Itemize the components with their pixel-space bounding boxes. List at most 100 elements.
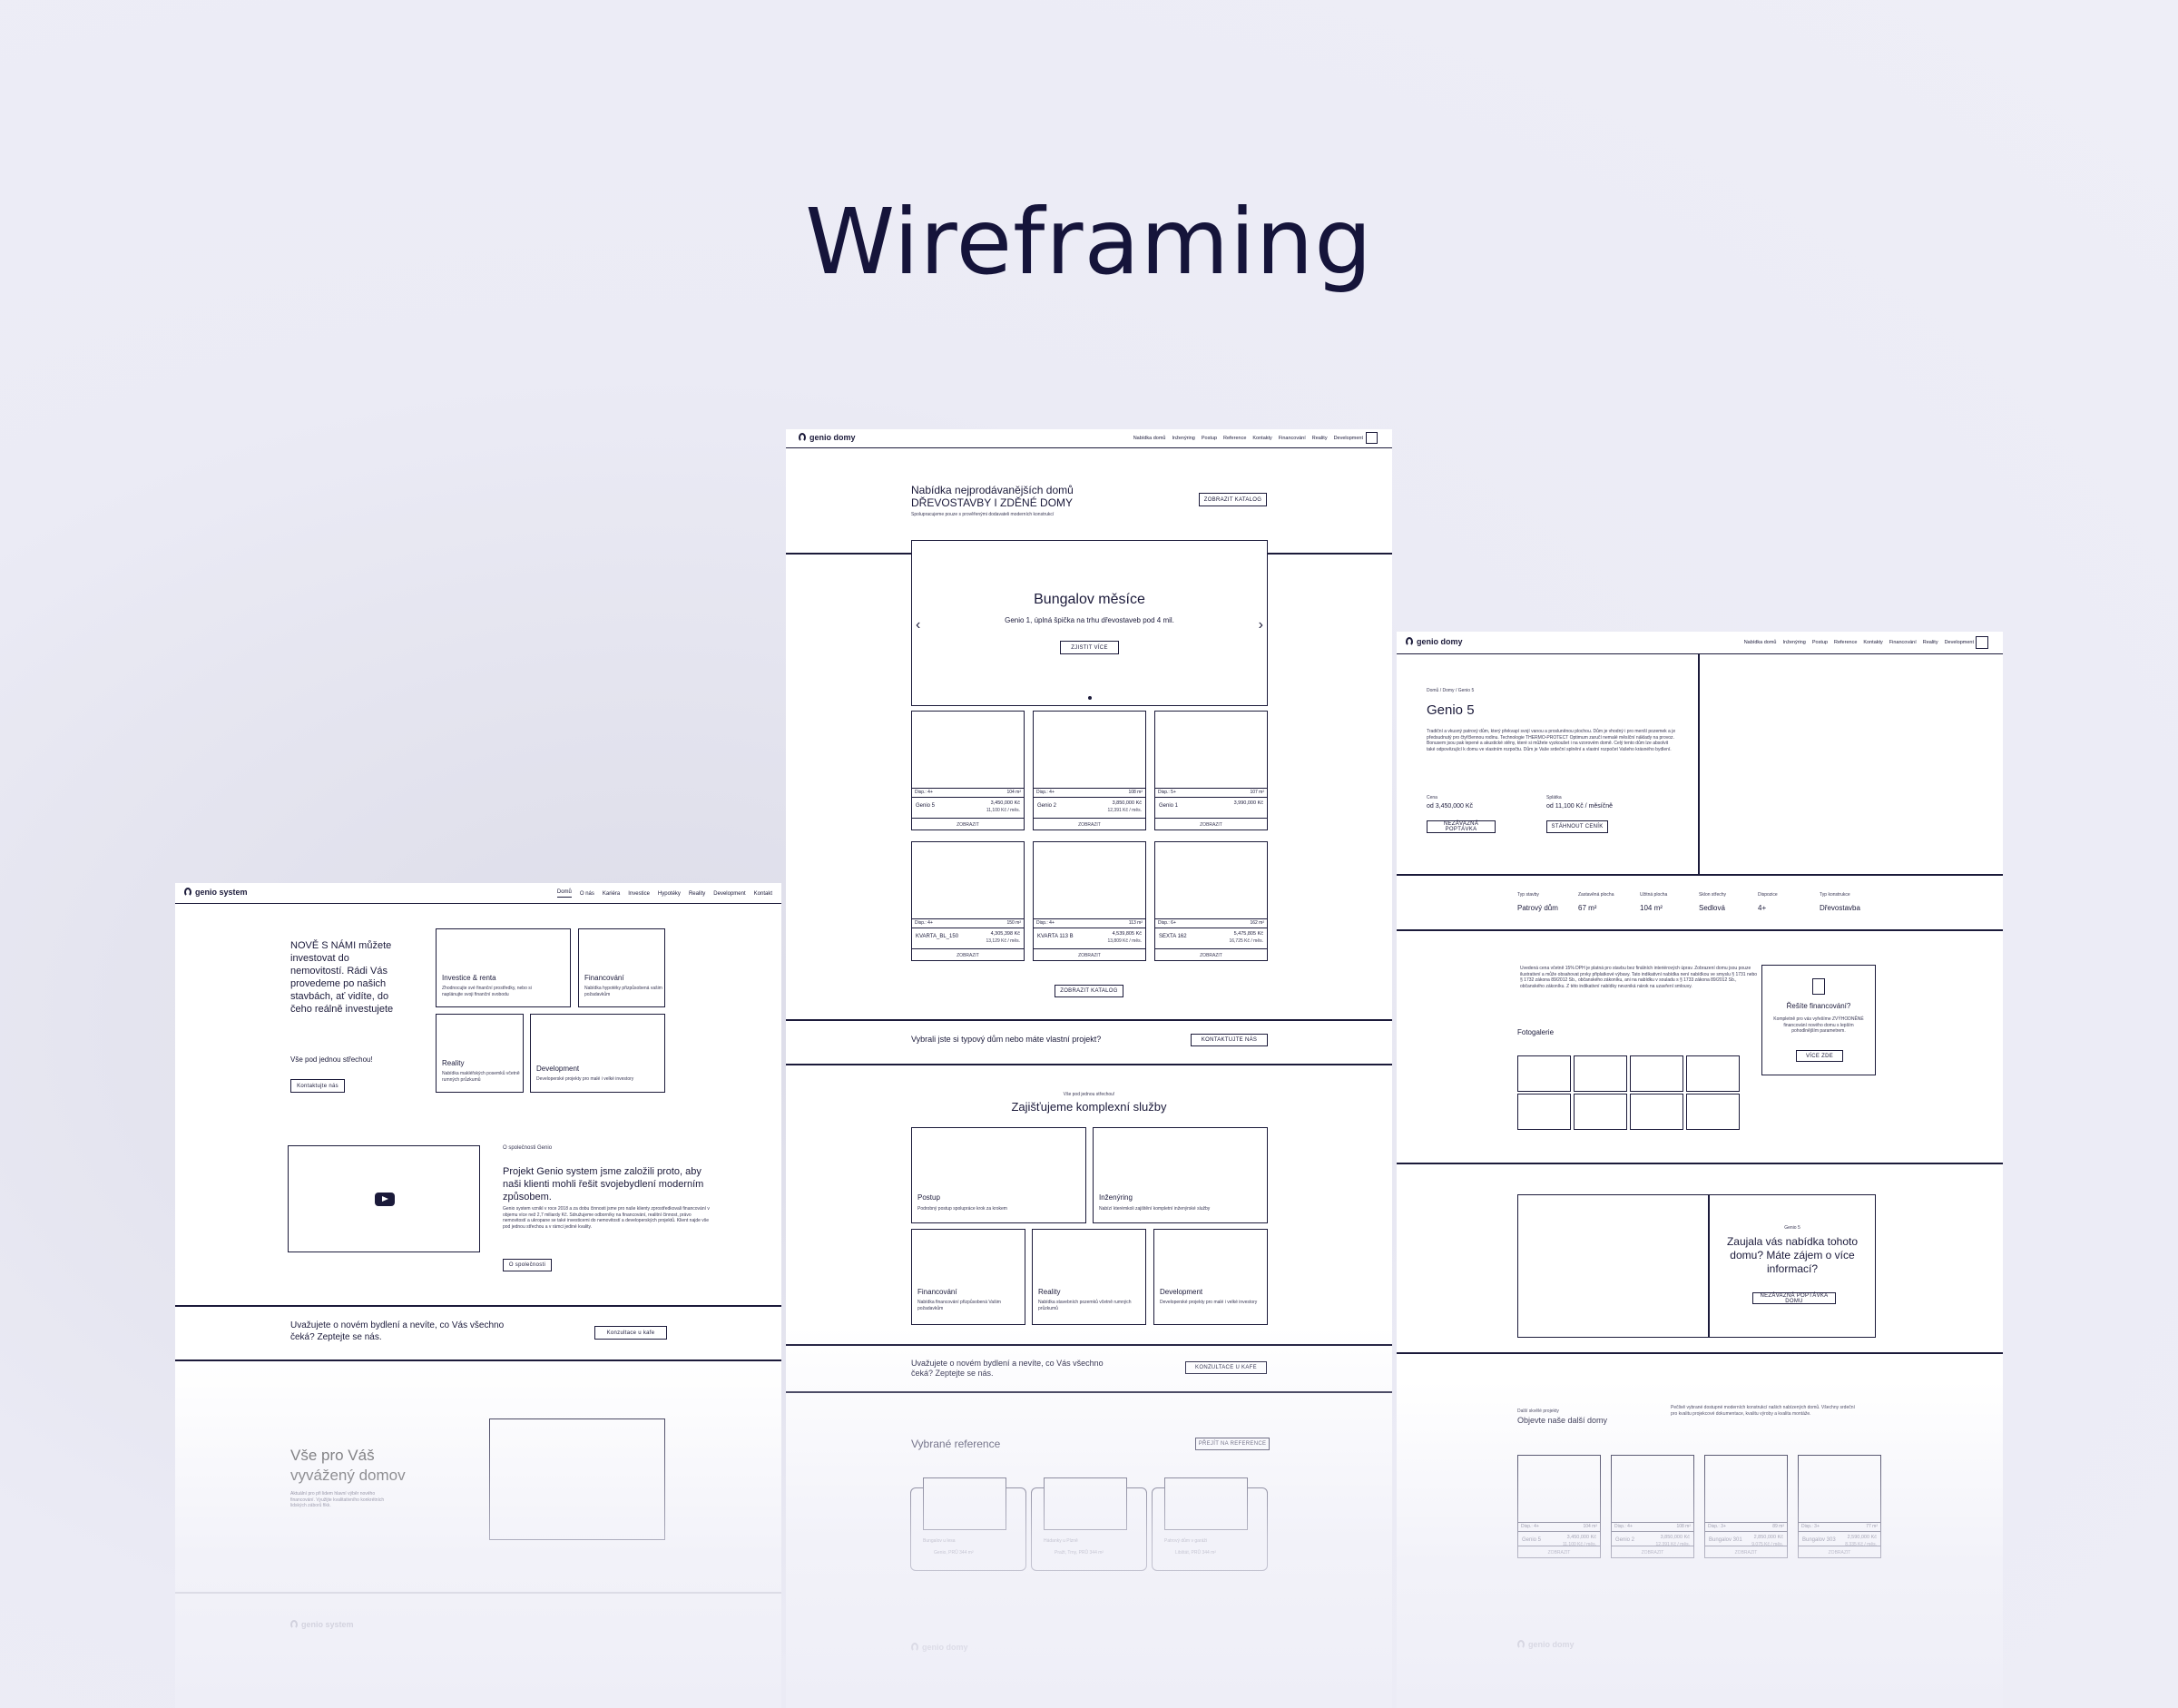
hero-slider[interactable]: ‹ › Bungalov měsíce Genio 1, úplná špičk… <box>911 540 1268 706</box>
gallery-thumb[interactable] <box>1630 1094 1683 1130</box>
menu-icon[interactable] <box>1976 636 1988 649</box>
about-button[interactable]: O společnosti <box>503 1259 552 1271</box>
service-desc: Podrobný postup spolupráce krok za kroke… <box>917 1206 1007 1212</box>
financing-button[interactable]: VÍCE ZDE <box>1796 1050 1843 1062</box>
financing-box[interactable]: Řešíte financování? Kompletně pro vás vy… <box>1761 965 1876 1075</box>
nav-item-kontakty[interactable]: Kontakty <box>1252 436 1272 441</box>
nav-item-postup[interactable]: Postup <box>1811 640 1828 645</box>
card-meta: Disp.: 4+113 m² <box>1034 920 1145 926</box>
tile-development[interactable]: Development Developerské projekty pro ma… <box>530 1014 665 1093</box>
nav-item-reality[interactable]: Reality <box>1311 436 1328 441</box>
gallery-thumb[interactable] <box>1517 1094 1571 1130</box>
service-financovani[interactable]: Financování Nabídka financování přizpůso… <box>911 1229 1025 1325</box>
nav-item-investice[interactable]: Investice <box>628 890 650 897</box>
logo[interactable]: genio system <box>184 888 248 897</box>
nav-item-nabidka[interactable]: Nabídka domů <box>1133 436 1166 441</box>
nav-item-kontakt[interactable]: Kontakt <box>753 890 772 897</box>
footer-logo[interactable]: genio system <box>290 1620 354 1629</box>
nav-item-financovani[interactable]: Financování <box>1889 640 1917 645</box>
service-reality[interactable]: Reality Nabídka stavebních pozemků včetn… <box>1032 1229 1146 1325</box>
arrow-left-icon[interactable]: ‹ <box>916 617 921 633</box>
service-development[interactable]: Development Developerské projekty pro ma… <box>1153 1229 1268 1325</box>
footer-logo[interactable]: genio domy <box>911 1643 968 1652</box>
nav-item-kontakty[interactable]: Kontakty <box>1863 640 1883 645</box>
nav-item-development[interactable]: Development <box>1333 436 1363 441</box>
gallery-thumb[interactable] <box>1574 1055 1627 1092</box>
card-button[interactable]: ZOBRAZIT <box>957 952 979 958</box>
tile-reality[interactable]: Reality Nabídka makléřských posemků včet… <box>436 1014 524 1093</box>
card-button[interactable]: ZOBRAZIT <box>1734 1549 1758 1556</box>
contact-button[interactable]: KONTAKTUJTE NÁS <box>1191 1034 1268 1046</box>
nav-item-development[interactable]: Development <box>1944 640 1974 645</box>
service-postup[interactable]: Postup Podrobný postup spolupráce krok z… <box>911 1127 1086 1223</box>
cta-button[interactable]: Konzultace u kafe <box>594 1326 667 1340</box>
gallery-thumb[interactable] <box>1630 1055 1683 1092</box>
nav-item-hypoteky[interactable]: Hypotéky <box>657 890 681 897</box>
arrow-right-icon[interactable]: › <box>1258 617 1263 633</box>
nav-item-kariera[interactable]: Kariéra <box>602 890 621 897</box>
nav-item-nabidka[interactable]: Nabídka domů <box>1743 640 1777 645</box>
nav-item-reality[interactable]: Reality <box>1922 640 1938 645</box>
slider-button[interactable]: ZJISTIT VÍCE <box>1060 641 1119 654</box>
catalog-button[interactable]: ZOBRAZIT KATALOG <box>1199 493 1267 506</box>
menu-icon[interactable] <box>1366 432 1378 444</box>
play-icon[interactable] <box>375 1193 395 1206</box>
logo[interactable]: genio domy <box>1406 637 1463 646</box>
nav-item-reference[interactable]: Reference <box>1834 640 1858 645</box>
nav-item-financovani[interactable]: Financování <box>1278 436 1306 441</box>
gallery-thumb[interactable] <box>1517 1055 1571 1092</box>
gallery-thumb[interactable] <box>1686 1055 1740 1092</box>
tile-investice[interactable]: Investice & renta Zhodnocujte své finanč… <box>436 928 571 1007</box>
card-disposition: Disp.: 4+ <box>1521 1524 1539 1529</box>
nav-item-postup[interactable]: Postup <box>1201 436 1217 441</box>
contact-button[interactable]: NEZÁVAZNÁ POPTÁVKA DOMU <box>1752 1292 1836 1304</box>
card-monthly: 12,391 Kč / měs. <box>1107 808 1142 813</box>
card-button[interactable]: ZOBRAZIT <box>1828 1549 1851 1556</box>
card-button[interactable]: ZOBRAZIT <box>1200 952 1222 958</box>
reference-name: Patrový dům v garáži <box>1164 1538 1207 1544</box>
refs-button[interactable]: PŘEJÍT NA REFERENCE <box>1195 1438 1270 1450</box>
card-button[interactable]: ZOBRAZIT <box>1641 1549 1664 1556</box>
nav-item-inzenyring[interactable]: Inženýring <box>1782 640 1806 645</box>
reference-name: Hádanky u Plzně <box>1044 1538 1078 1544</box>
card-button[interactable]: ZOBRAZIT <box>1200 821 1222 828</box>
nav-item-inzenyring[interactable]: Inženýring <box>1172 436 1195 441</box>
inquiry-button[interactable]: NEZÁVAZNÁ POPTÁVKA <box>1427 820 1496 833</box>
logo[interactable]: genio domy <box>799 433 856 442</box>
footer-logo[interactable]: genio domy <box>1517 1640 1575 1649</box>
video-placeholder[interactable] <box>288 1145 480 1252</box>
card-button[interactable]: ZOBRAZIT <box>1547 1549 1571 1556</box>
card-button[interactable]: ZOBRAZIT <box>1078 952 1101 958</box>
pricelist-button[interactable]: STÁHNOUT CENÍK <box>1546 820 1608 833</box>
slider-dot[interactable] <box>1088 696 1092 700</box>
card-button[interactable]: ZOBRAZIT <box>957 821 979 828</box>
card-button[interactable]: ZOBRAZIT <box>1078 821 1101 828</box>
contact-button[interactable]: Kontaktujte nás <box>290 1079 345 1093</box>
nav-item-domu[interactable]: Domů <box>556 889 572 898</box>
tile-financovani[interactable]: Financování Nabídka hypotéky přizpůsoben… <box>578 928 665 1007</box>
services-small: Vše pod jednou střechou! <box>1063 1092 1115 1097</box>
nav-item-reality[interactable]: Reality <box>688 890 706 897</box>
nav-item-reference[interactable]: Reference <box>1223 436 1247 441</box>
cta-button[interactable]: KONZULTACE U KAFE <box>1185 1361 1267 1374</box>
service-inzenyring[interactable]: Inženýring Nabízí kterémkoli zajištění k… <box>1093 1127 1268 1223</box>
breadcrumb[interactable]: Domů / Domy / Genio 5 <box>1427 688 1475 693</box>
gallery-thumb[interactable] <box>1686 1094 1740 1130</box>
gallery-thumb[interactable] <box>1574 1094 1627 1130</box>
catalog-button-2[interactable]: ZOBRAZIT KATALOG <box>1055 985 1123 997</box>
nav-item-development[interactable]: Development <box>713 890 746 897</box>
nav-item-o-nas[interactable]: O nás <box>579 890 594 897</box>
